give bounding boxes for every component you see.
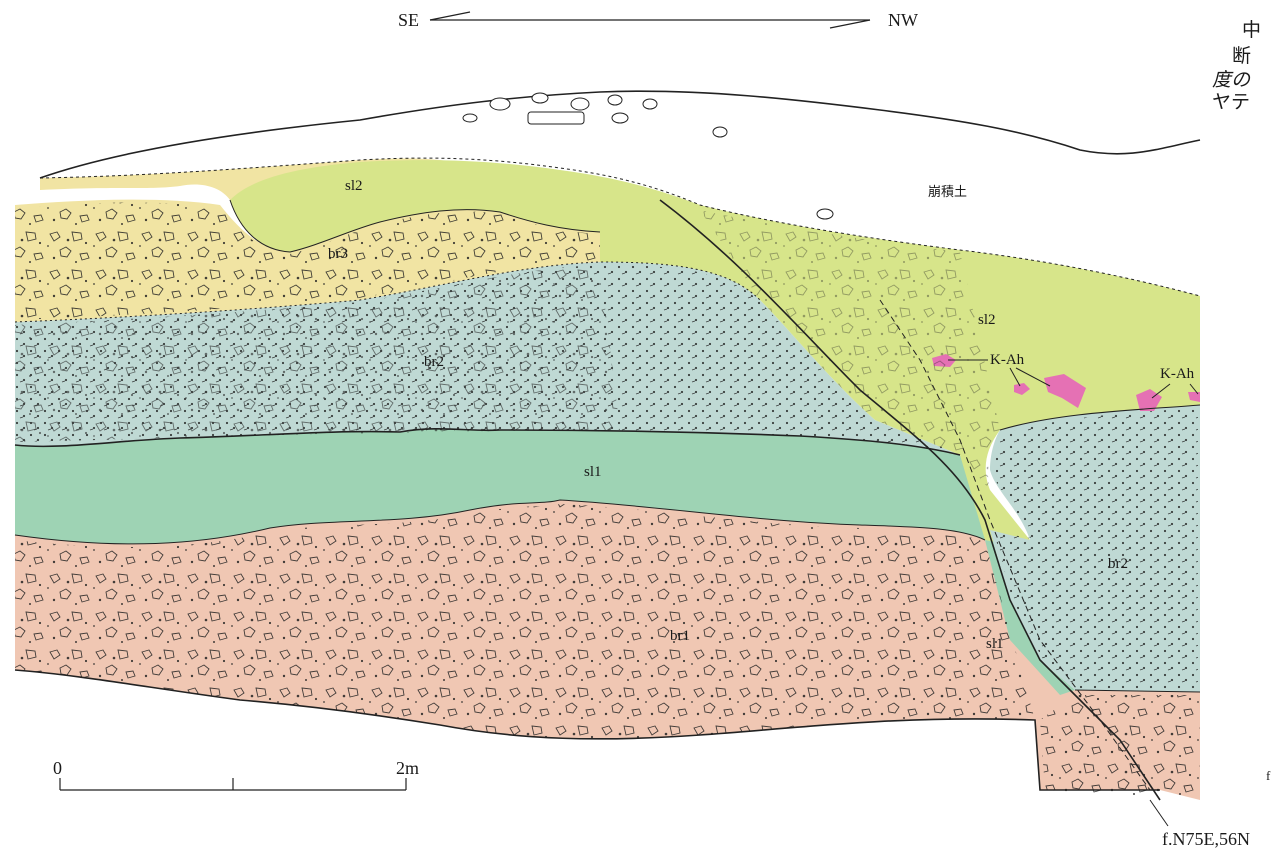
sl2-br3-contact: [229, 199, 601, 253]
unit-label-sl1-lower: sl1: [986, 636, 1004, 652]
fault-label: f.N75E,56N: [1162, 829, 1250, 849]
tephra-pod-5: [1188, 392, 1200, 402]
tephra-label-2: K-Ah: [1160, 366, 1195, 382]
unit-label-sl2-upper: sl2: [345, 178, 363, 194]
unit-sl1: [15, 428, 1075, 695]
annotation-text: 中 断 度の ヤテ f: [1212, 19, 1271, 783]
leader-3: [1015, 367, 1051, 387]
base-outline: [14, 669, 1160, 791]
scale-start-label: 0: [53, 758, 62, 778]
cobble: [712, 126, 728, 138]
texture-br3: [15, 202, 600, 320]
top-surface-outline: [39, 90, 1201, 179]
unit-label-br2-left: br2: [424, 354, 444, 370]
br2-sl1-contact: [14, 428, 961, 456]
top-cobbles: [462, 92, 834, 220]
scale-bar: [59, 778, 407, 791]
annotation-line-4: ヤテ: [1212, 91, 1250, 113]
br3-br2-contact: [14, 261, 761, 323]
leader-5: [1189, 383, 1199, 395]
layer-contacts: [14, 90, 1201, 801]
scale-end-label: 2m: [396, 758, 419, 778]
cobble: [462, 113, 478, 123]
arrow-right-head: [829, 19, 871, 29]
leader-4: [1151, 383, 1171, 399]
tephra-pod-2: [1014, 383, 1030, 395]
cobble: [611, 112, 629, 124]
texture-br2-left-clasts: [15, 265, 620, 442]
unit-labels: sl2 br3 br2 sl1 br1 sl2 br2 sl1 崩積土 K-Ah…: [328, 178, 1195, 652]
tephra-pod-4: [1136, 389, 1162, 411]
annotation-line-3: 度の: [1212, 69, 1251, 91]
sl1-br1-contact: [14, 499, 986, 545]
fault-leader: [1149, 799, 1169, 827]
cobble: [570, 97, 590, 111]
texture-br1: [15, 504, 1035, 739]
unit-label-sl1-upper: sl1: [584, 464, 602, 480]
unit-label-br1: br1: [670, 628, 690, 644]
edge-fragment: f: [1266, 768, 1271, 783]
texture-sl2-sparse: [700, 210, 1000, 490]
unit-label-sl2-right: sl2: [978, 312, 996, 328]
right-block-contact: [999, 404, 1201, 431]
leader-2: [1009, 367, 1021, 387]
cobble: [531, 92, 549, 104]
tephra-leaders: [948, 359, 1199, 399]
fault-trace: [659, 199, 1161, 801]
unit-label-br2-right: br2: [1108, 556, 1128, 572]
texture-br2-right: [992, 408, 1198, 690]
right-block-base: [1074, 689, 1201, 693]
orientation-right-label: NW: [888, 10, 918, 30]
annotation-line-1: 中: [1242, 19, 1261, 41]
orientation-arrow: SE NW: [398, 10, 918, 30]
fault-trace-dashed: [879, 299, 1151, 791]
unit-label-talus: 崩積土: [928, 184, 967, 199]
talus-base-line: [39, 157, 1201, 297]
cobble: [816, 208, 834, 220]
unit-label-br3: br3: [328, 246, 348, 262]
tephra-pod-3: [1044, 374, 1086, 408]
annotation-line-2: 断: [1232, 45, 1251, 67]
cobble: [642, 98, 658, 110]
cobble: [489, 97, 511, 111]
cobble: [607, 94, 623, 106]
cobble-bar: [527, 111, 585, 125]
tephra-label-1: K-Ah: [990, 352, 1025, 368]
arrow-left-head: [429, 11, 471, 21]
orientation-left-label: SE: [398, 10, 419, 30]
clast-textures: [15, 202, 1200, 800]
